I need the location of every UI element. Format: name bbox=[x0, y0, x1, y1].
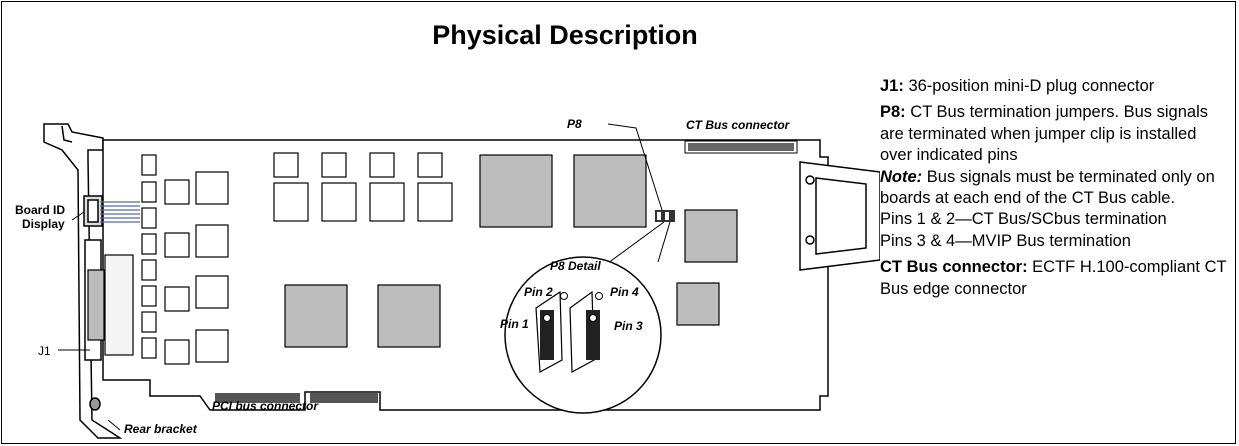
pin3-label: Pin 3 bbox=[614, 319, 643, 333]
pins12-description: Pins 1 & 2—CT Bus/SCbus termination bbox=[880, 210, 1167, 229]
pin1-label: Pin 1 bbox=[500, 317, 529, 331]
pci-bus-connector-label: PCI bus connector bbox=[212, 399, 319, 413]
j1-connector bbox=[87, 254, 134, 356]
p8-key: P8: bbox=[880, 103, 906, 122]
pci-edge-connector bbox=[215, 393, 378, 403]
pin2-label: Pin 2 bbox=[524, 285, 553, 299]
integrated-circuits bbox=[284, 154, 738, 348]
retainer-handle bbox=[799, 161, 880, 271]
board-id-ribbon bbox=[100, 201, 140, 223]
j1-label: J1 bbox=[38, 344, 51, 358]
p8-description: P8: CT Bus termination jumpers. Bus sign… bbox=[880, 102, 1232, 166]
p8-jumper-block bbox=[655, 210, 675, 222]
p8-label: P8 bbox=[567, 117, 582, 131]
transformers bbox=[164, 152, 453, 365]
rear-bracket-label: Rear bracket bbox=[124, 422, 198, 436]
j1-description: J1: 36-position mini-D plug connector bbox=[880, 76, 1232, 97]
ct-bus-edge-connector bbox=[684, 140, 798, 154]
j1-key: J1: bbox=[880, 77, 904, 95]
page-title: Physical Description bbox=[432, 20, 698, 50]
description-panel: J1: 36-position mini-D plug connector P8… bbox=[880, 76, 1232, 305]
pin4-label: Pin 4 bbox=[610, 285, 639, 299]
note-text: Bus signals must be terminated only on b… bbox=[880, 167, 1215, 208]
ct-bus-text: ECTF H.100-compliant CT Bus edge connect… bbox=[880, 258, 1227, 298]
board-diagram: P8 CT Bus connector Board ID Display J1 … bbox=[15, 117, 880, 439]
j1-text: 36-position mini-D plug connector bbox=[903, 77, 1155, 95]
small-components bbox=[141, 154, 157, 359]
leader-lines bbox=[58, 123, 671, 431]
p8-text: CT Bus termination jumpers. Bus signals … bbox=[880, 103, 1209, 165]
ct-bus-key: CT Bus connector: bbox=[880, 258, 1028, 277]
note-key: Note: bbox=[880, 167, 923, 186]
board-id-label: Board ID bbox=[15, 203, 65, 217]
ct-bus-connector-label: CT Bus connector bbox=[686, 118, 791, 132]
p8-detail-label: P8 Detail bbox=[550, 259, 601, 273]
ct-bus-description: CT Bus connector: ECTF H.100-compliant C… bbox=[880, 257, 1232, 300]
display-label: Display bbox=[22, 217, 65, 231]
p8-detail-circle bbox=[504, 256, 662, 414]
note-description: Note: Bus signals must be terminated onl… bbox=[880, 167, 1232, 210]
pins34-description: Pins 3 & 4—MVIP Bus termination bbox=[880, 231, 1131, 250]
